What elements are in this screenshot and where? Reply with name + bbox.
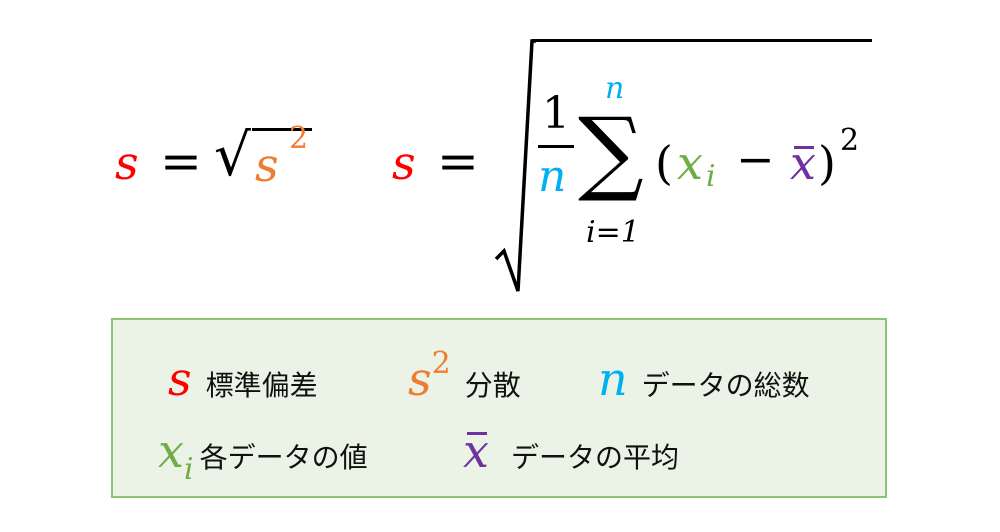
- legend-item-s: s 標準偏差: [168, 356, 318, 404]
- left-paren: (: [655, 136, 673, 190]
- symbol-s-squared: s: [255, 138, 279, 192]
- equals-sign: =: [437, 132, 479, 190]
- symbol-x: x: [158, 424, 184, 478]
- symbol-s-squared: s: [408, 352, 432, 406]
- fraction-denominator-n: n: [538, 151, 567, 202]
- symbol-n: n: [598, 352, 628, 406]
- legend-label: 分散: [464, 369, 521, 402]
- overline: [794, 146, 814, 149]
- radical-vinculum: [252, 128, 312, 131]
- minus-sign: −: [736, 132, 775, 186]
- radical-vinculum: [532, 39, 872, 42]
- fraction-numerator: 1: [542, 88, 570, 139]
- symbol-x: x: [677, 136, 703, 190]
- subscript-i: i: [706, 159, 716, 194]
- legend-label: 標準偏差: [205, 369, 318, 402]
- sum-upper-limit: n: [605, 71, 625, 106]
- legend-item-xi: x i 各データの値: [158, 424, 368, 487]
- overline: [467, 432, 487, 435]
- exponent-2: 2: [289, 121, 309, 156]
- sum-lower-limit: i=1: [586, 215, 640, 250]
- radical-icon: √: [214, 121, 251, 189]
- legend-box: s 標準偏差 s 2 分散 n データの総数 x i 各データの値 x データの…: [111, 318, 887, 498]
- symbol-x-bar: x: [463, 424, 489, 478]
- subscript-i: i: [183, 452, 194, 487]
- legend-item-s-squared: s 2 分散: [408, 346, 521, 406]
- exponent-2: 2: [431, 346, 451, 381]
- symbol-s: s: [392, 136, 416, 190]
- legend-item-n: n データの総数: [598, 356, 810, 404]
- equals-sign: =: [160, 132, 202, 190]
- legend-label: データの平均: [510, 441, 679, 474]
- fraction-bar: [538, 145, 574, 148]
- symbol-s: s: [168, 352, 192, 406]
- right-paren: ): [818, 136, 836, 190]
- radical-icon: [494, 39, 536, 292]
- legend-label: データの総数: [641, 369, 810, 402]
- legend-label: 各データの値: [199, 441, 368, 474]
- sigma-icon: ∑: [578, 98, 644, 205]
- exponent-2: 2: [840, 123, 860, 158]
- legend-item-x-bar: x データの平均: [463, 428, 679, 476]
- symbol-s: s: [115, 136, 139, 190]
